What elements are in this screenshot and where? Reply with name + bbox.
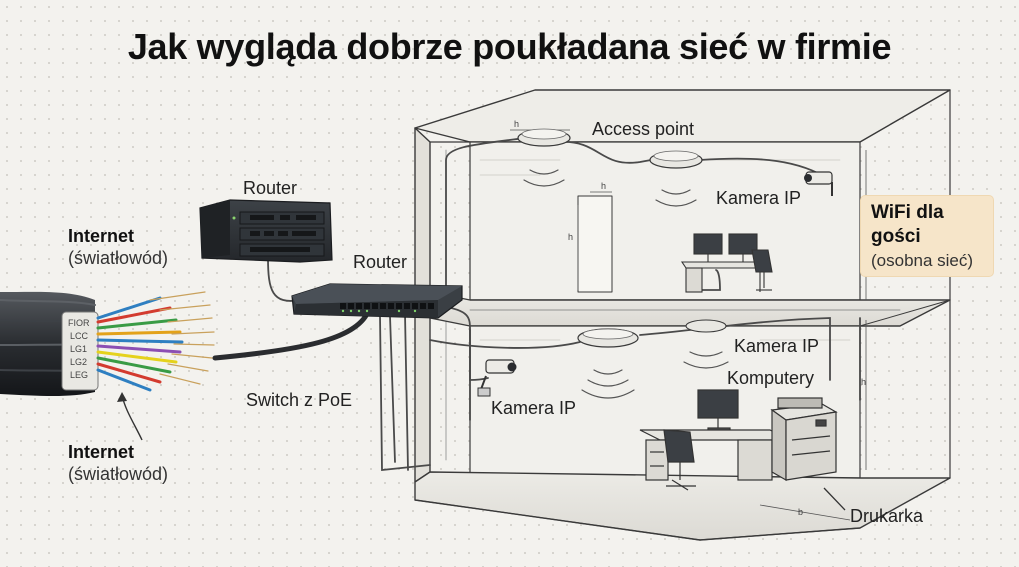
cable-tag: LCC: [70, 331, 89, 341]
dim-mark: h: [601, 181, 606, 191]
ip-camera-bottom: [477, 359, 517, 397]
router-switch-label: Router: [353, 252, 408, 272]
cable-tag: LG2: [70, 357, 87, 367]
camera-label-mid: Kamera IP: [734, 336, 820, 356]
poe-switch-device: [291, 283, 463, 319]
internet-sub-label-top: (światłowód): [68, 248, 169, 268]
dim-mark: b: [798, 507, 803, 517]
upper-office-workstations: [680, 233, 773, 293]
network-cables: [212, 137, 861, 471]
dim-mark: h: [861, 377, 866, 387]
cable-tag: FIOR: [68, 318, 90, 328]
camera-label-bottom: Kamera IP: [491, 398, 577, 418]
printer-label: Drukarka: [850, 506, 924, 526]
internet-sub-label-bottom: (światłowód): [68, 464, 169, 484]
access-point-label: Access point: [592, 119, 695, 139]
fiber-cable-bundle: FIOR LCC LG1 LG2 LEG: [0, 291, 215, 441]
cable-tag: LEG: [70, 370, 88, 380]
printer-device: [770, 397, 838, 482]
internet-label-bottom: Internet: [68, 442, 135, 462]
ip-camera-top: [804, 171, 833, 196]
cable-tag: LG1: [70, 344, 87, 354]
camera-label-top: Kamera IP: [716, 188, 802, 208]
dim-mark: h: [514, 119, 519, 129]
wifi-signal-waves: [523, 169, 729, 399]
router-rack-label: Router: [243, 178, 298, 198]
access-point-device: [517, 128, 727, 348]
switch-poe-label: Switch z PoE: [246, 390, 353, 410]
guest-wifi-line2: gości: [871, 226, 921, 247]
lower-office-workstations: [639, 389, 791, 491]
rack-router-device: [199, 199, 333, 263]
guest-wifi-line3: (osobna sieć): [871, 251, 974, 270]
guest-wifi-callout: WiFi dla gości (osobna sieć): [861, 196, 993, 276]
computers-label: Komputery: [727, 368, 815, 388]
dim-mark: h: [568, 232, 573, 242]
printer-arrow: [823, 487, 846, 511]
internet-label-top: Internet: [68, 226, 135, 246]
guest-wifi-line1: WiFi dla: [871, 202, 944, 223]
page-title: Jak wygląda dobrze poukładana sieć w fir…: [127, 26, 892, 67]
